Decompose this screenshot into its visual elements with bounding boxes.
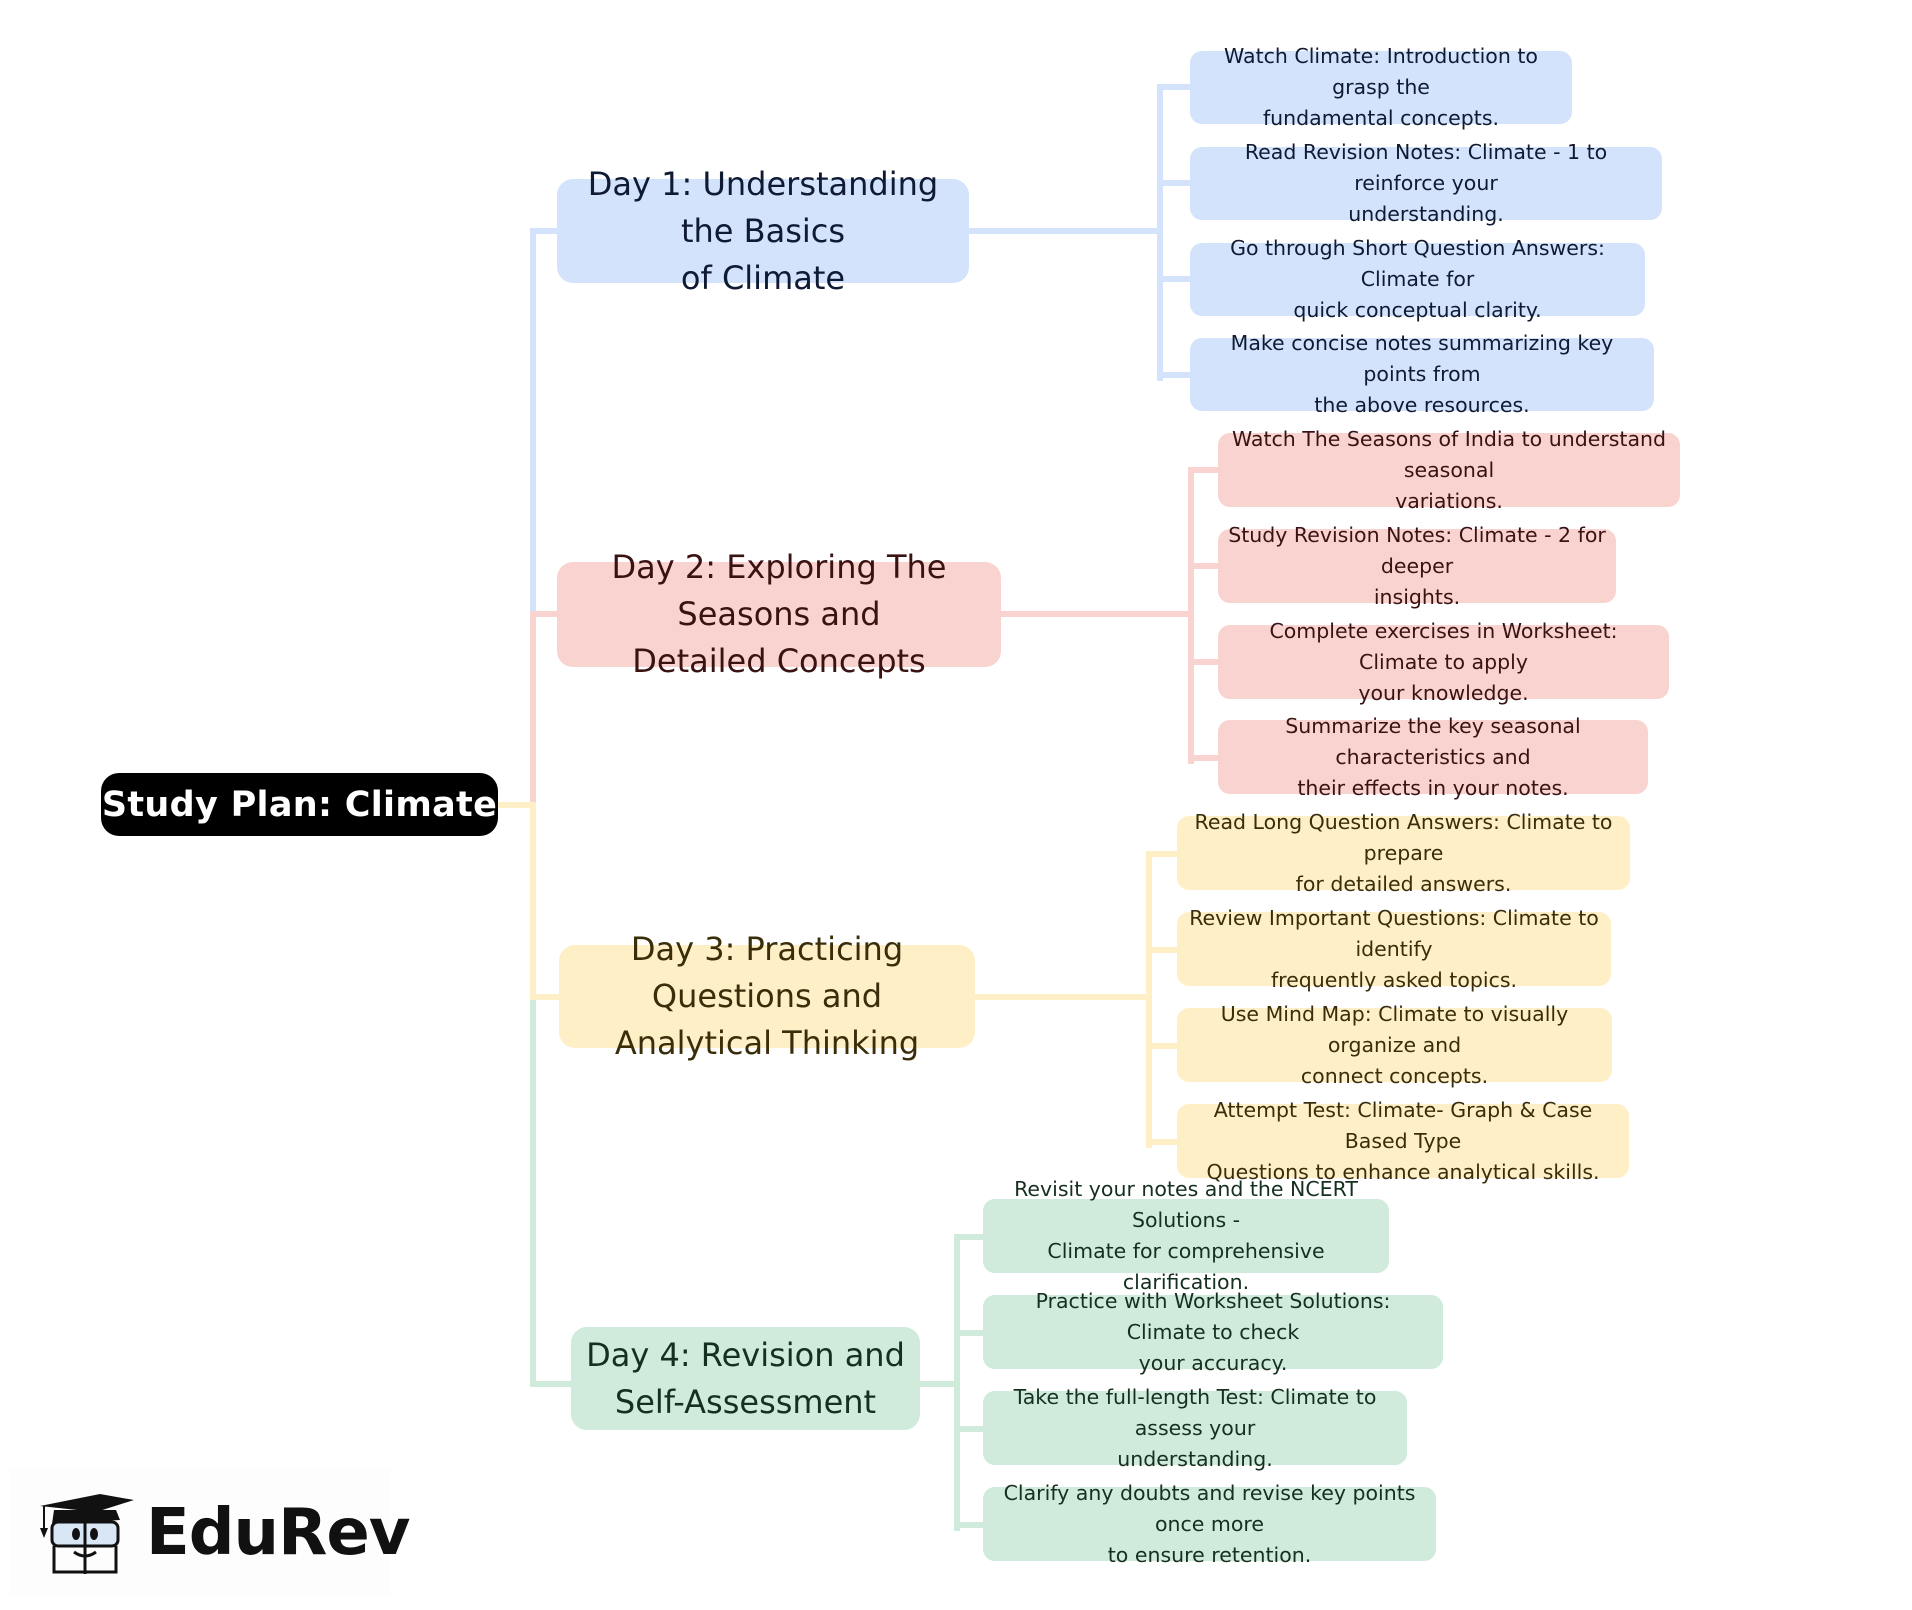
leaf-text-line: your knowledge. xyxy=(1358,680,1529,705)
leaf-node-day3-1[interactable]: Read Long Question Answers: Climate to p… xyxy=(1177,810,1630,896)
day1-leaf-stub xyxy=(1157,372,1193,378)
day1-leaf-stub xyxy=(1157,180,1193,186)
leaf-text-line: Complete exercises in Worksheet: Climate… xyxy=(1269,618,1618,674)
leaf-text-line: Questions to enhance analytical skills. xyxy=(1206,1159,1600,1184)
leaf-node-day3-4[interactable]: Attempt Test: Climate- Graph & Case Base… xyxy=(1177,1098,1629,1184)
branch-connector-day4 xyxy=(530,1381,574,1387)
branch-label-line: Analytical Thinking xyxy=(614,1024,920,1062)
leaf-node-day2-3[interactable]: Complete exercises in Worksheet: Climate… xyxy=(1218,619,1669,705)
leaf-node-day1-4[interactable]: Make concise notes summarizing key point… xyxy=(1190,331,1654,417)
day2-leaf-stem xyxy=(1000,611,1194,617)
leaf-text-line: understanding. xyxy=(1117,1446,1273,1471)
leaf-text-line: understanding. xyxy=(1348,202,1504,226)
leaf-text-line: quick conceptual clarity. xyxy=(1293,298,1542,322)
leaf-text-line: Watch The Seasons of India to understand… xyxy=(1231,426,1667,482)
leaf-text-line: Make concise notes summarizing key point… xyxy=(1230,331,1614,386)
leaf-text-line: Take the full-length Test: Climate to as… xyxy=(1013,1384,1377,1440)
leaf-node-day2-4[interactable]: Summarize the key seasonal characteristi… xyxy=(1218,714,1648,800)
branch-node-day3[interactable]: Day 3: Practicing Questions and Analytic… xyxy=(559,930,975,1062)
branch-label-line: Day 3: Practicing Questions and xyxy=(630,930,904,1015)
trunk-line-day1 xyxy=(530,228,536,617)
branch-label-line: Day 1: Understanding the Basics xyxy=(587,164,939,250)
day4-leaf-stem xyxy=(918,1381,960,1387)
leaf-text-line: fundamental concepts. xyxy=(1262,106,1500,130)
branch-node-day4[interactable]: Day 4: Revision and Self-Assessment xyxy=(571,1327,920,1430)
leaf-node-day4-3[interactable]: Take the full-length Test: Climate to as… xyxy=(983,1385,1407,1471)
day2-leaf-stub xyxy=(1188,659,1230,665)
leaf-text-line: Climate for comprehensive clarification. xyxy=(1047,1239,1325,1294)
branch-label-line: Detailed Concepts xyxy=(632,642,926,680)
leaf-node-day1-2[interactable]: Read Revision Notes: Climate - 1 to rein… xyxy=(1190,140,1662,226)
leaf-node-day3-3[interactable]: Use Mind Map: Climate to visually organi… xyxy=(1177,1002,1612,1088)
leaf-text-line: Summarize the key seasonal characteristi… xyxy=(1285,713,1581,769)
leaf-text-line: your accuracy. xyxy=(1138,1350,1288,1375)
leaf-text-line: for detailed answers. xyxy=(1295,871,1512,896)
day4-leaf-stub xyxy=(954,1426,998,1432)
day2-leaf-stub xyxy=(1188,467,1230,473)
leaf-text-line: Attempt Test: Climate- Graph & Case Base… xyxy=(1213,1097,1593,1153)
root-connector xyxy=(496,802,536,808)
day1-leaf-stub xyxy=(1157,84,1193,90)
branch-connector-day2 xyxy=(530,611,560,617)
day1-leaf-spine xyxy=(1157,84,1163,381)
branch-connector-day1 xyxy=(530,228,560,234)
leaf-text-line: Review Important Questions: Climate to i… xyxy=(1189,905,1599,961)
day3-leaf-spine xyxy=(1146,851,1152,1148)
leaf-text-line: Revisit your notes and the NCERT Solutio… xyxy=(1014,1177,1358,1232)
leaf-text-line: Go through Short Question Answers: Clima… xyxy=(1230,236,1605,291)
leaf-node-day2-2[interactable]: Study Revision Notes: Climate - 2 for de… xyxy=(1218,523,1616,609)
trunk-line-day4 xyxy=(530,994,536,1387)
branch-node-day1[interactable]: Day 1: Understanding the Basics of Clima… xyxy=(557,165,969,297)
branch-label-line: of Climate xyxy=(680,258,846,297)
leaf-text-line: the above resources. xyxy=(1314,393,1530,417)
branch-label-line: Day 2: Exploring The Seasons and xyxy=(611,548,947,633)
branch-node-day2[interactable]: Day 2: Exploring The Seasons and Detaile… xyxy=(557,548,1001,680)
day2-leaf-spine xyxy=(1188,467,1194,764)
branch-label-line: Day 4: Revision and xyxy=(586,1335,905,1374)
day3-leaf-stub xyxy=(1146,947,1190,953)
leaf-text-line: insights. xyxy=(1373,584,1461,609)
leaf-node-day1-1[interactable]: Watch Climate: Introduction to grasp the… xyxy=(1190,44,1572,130)
day4-leaf-stub xyxy=(954,1330,998,1336)
leaf-node-day3-2[interactable]: Review Important Questions: Climate to i… xyxy=(1177,906,1611,992)
leaf-text-line: connect concepts. xyxy=(1300,1063,1489,1088)
root-label: Study Plan: Climate xyxy=(101,784,498,825)
leaf-text-line: variations. xyxy=(1395,488,1503,513)
day3-leaf-stub xyxy=(1146,1139,1190,1145)
day3-leaf-stub xyxy=(1146,851,1190,857)
leaf-text-line: Read Revision Notes: Climate - 1 to rein… xyxy=(1244,140,1608,195)
day2-leaf-stub xyxy=(1188,755,1230,761)
leaf-node-day4-2[interactable]: Practice with Worksheet Solutions: Clima… xyxy=(983,1289,1443,1375)
leaf-text-line: frequently asked topics. xyxy=(1270,967,1518,992)
leaf-text-line: Study Revision Notes: Climate - 2 for de… xyxy=(1228,522,1606,578)
leaf-text-line: Practice with Worksheet Solutions: Clima… xyxy=(1035,1288,1391,1344)
leaf-node-day1-3[interactable]: Go through Short Question Answers: Clima… xyxy=(1190,236,1645,322)
root-node[interactable]: Study Plan: Climate xyxy=(101,773,498,836)
leaf-text-line: Read Long Question Answers: Climate to p… xyxy=(1194,809,1613,865)
trunk-line-day3 xyxy=(530,802,536,1000)
day4-leaf-stub xyxy=(954,1522,998,1528)
branch-label-line: Self-Assessment xyxy=(614,1382,877,1421)
leaf-text-line: to ensure retention. xyxy=(1107,1542,1312,1567)
day3-leaf-stem xyxy=(973,994,1152,1000)
day2-leaf-stub xyxy=(1188,563,1230,569)
logo-text: EduRev xyxy=(146,1496,410,1570)
graduation-cap-mascot-icon xyxy=(40,1494,134,1574)
day4-leaf-spine xyxy=(954,1234,960,1531)
day3-leaf-stub xyxy=(1146,1043,1190,1049)
leaf-text-line: Watch Climate: Introduction to grasp the xyxy=(1224,44,1538,99)
leaf-text-line: Use Mind Map: Climate to visually organi… xyxy=(1220,1001,1569,1057)
leaf-node-day4-1[interactable]: Revisit your notes and the NCERT Solutio… xyxy=(983,1177,1389,1294)
day1-leaf-stem xyxy=(968,228,1163,234)
leaf-text-line: their effects in your notes. xyxy=(1297,775,1569,800)
day4-leaf-stub xyxy=(954,1234,998,1240)
leaf-node-day2-1[interactable]: Watch The Seasons of India to understand… xyxy=(1218,427,1680,513)
branch-connector-day3 xyxy=(530,994,560,1000)
leaf-node-day4-4[interactable]: Clarify any doubts and revise key points… xyxy=(983,1481,1436,1567)
day1-leaf-stub xyxy=(1157,276,1193,282)
leaf-text-line: Clarify any doubts and revise key points… xyxy=(1003,1480,1416,1536)
trunk-line-day2 xyxy=(530,611,536,808)
